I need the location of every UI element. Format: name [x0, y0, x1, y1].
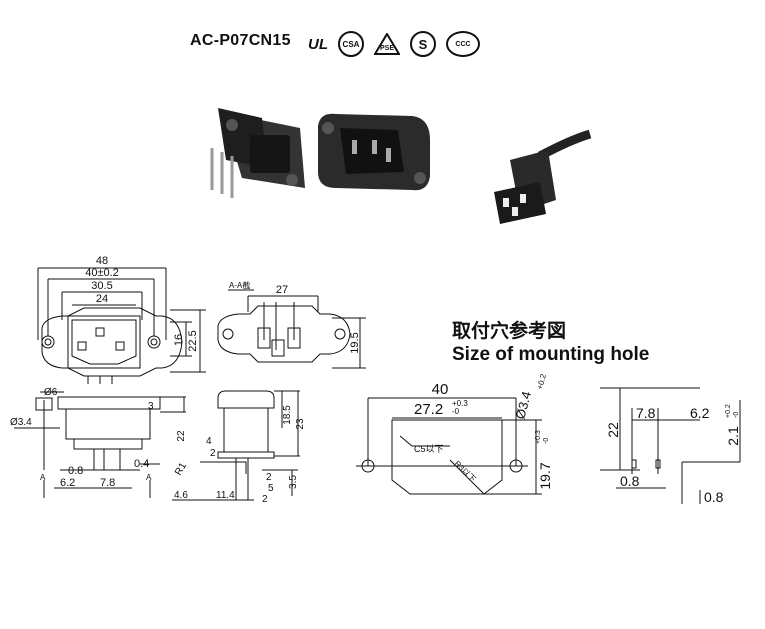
dim-24: 24: [96, 293, 108, 305]
dim-22-pin: 22: [605, 422, 621, 438]
ccc-cert-icon: CCC: [446, 31, 480, 57]
model-title: AC-P07CN15: [190, 32, 291, 49]
pse-cert-icon: PSE: [374, 33, 400, 55]
dim-19-7-tol-upper: +0.3: [535, 430, 542, 444]
dim-0-8-pin-b: 0.8: [704, 489, 724, 505]
dim-19-5: 19.5: [349, 332, 361, 353]
dim-23: 23: [295, 418, 306, 430]
side-view-drawing: [14, 391, 186, 498]
connector-photo: [494, 129, 592, 224]
csa-cert-icon: CSA: [338, 31, 364, 57]
inlet-rear-photo: [210, 108, 305, 198]
section-label: A-A截: [229, 280, 250, 290]
section-marker-a-left: A: [40, 473, 46, 482]
dim-4-6: 4.6: [174, 490, 188, 501]
radius-note: R3以下: [453, 459, 478, 484]
dim-5: 5: [268, 483, 274, 494]
dim-7-8-pin: 7.8: [636, 405, 656, 421]
inlet-front-photo: [318, 113, 430, 191]
heading-english: Size of mounting hole: [452, 344, 650, 365]
dim-11-4: 11.4: [216, 490, 235, 501]
pin-view-drawing: [600, 387, 741, 504]
dim-2-1-tol-lower: -0: [733, 412, 740, 418]
mount-hole-drawing: [356, 397, 542, 495]
dim-27-2: 27.2: [414, 401, 443, 418]
dim-3: 3: [148, 401, 154, 412]
dim-d3-4-tol: +0.2: [535, 372, 548, 390]
dim-27-2-tol-upper: +0.3: [452, 399, 468, 408]
dim-48: 48: [96, 255, 108, 267]
section-view-drawing: [217, 289, 366, 369]
dim-2-b: 2: [266, 472, 272, 483]
pse-cert-label: PSE: [380, 45, 394, 52]
dim-d3-4-mount: Ø3.4: [512, 390, 534, 421]
dim-4: 4: [206, 436, 212, 447]
dim-0-8-pin-a: 0.8: [620, 473, 640, 489]
front-view-drawing: [37, 267, 206, 384]
heading-chinese: 取付穴参考図: [452, 320, 567, 342]
dim-40-mount: 40: [432, 381, 449, 398]
dim-7-8: 7.8: [100, 477, 115, 489]
dim-2-a: 2: [210, 448, 216, 459]
dim-22-side: 22: [176, 430, 187, 442]
dim-d3-4: Ø3.4: [10, 417, 32, 428]
dim-2-1: 2.1: [725, 426, 741, 446]
dim-6-2: 6.2: [60, 477, 75, 489]
dim-30-5: 30.5: [91, 280, 112, 292]
dim-d6: Ø6: [44, 387, 58, 398]
ul-cert-icon: UL: [308, 35, 328, 53]
side-view2-drawing: [172, 390, 300, 501]
dim-0-8: 0.8: [68, 465, 83, 477]
cert-marks: UL CSA PSE S CCC: [308, 31, 480, 57]
dim-40: 40±0.2: [85, 267, 119, 279]
dim-2-1-tol-upper: +0.2: [725, 404, 732, 418]
dim-19-7: 19.7: [537, 462, 553, 489]
dim-6-2-pin: 6.2: [690, 405, 710, 421]
dim-16: 16: [173, 334, 185, 346]
chamfer-note: C5以下: [414, 444, 444, 454]
dim-22-5: 22.5: [187, 330, 199, 351]
dim-27: 27: [276, 284, 288, 296]
dim-2-c: 2: [262, 494, 268, 505]
dim-3-5: 3.5: [288, 475, 299, 489]
section-marker-a-right: A: [146, 473, 152, 482]
dim-18-5: 18.5: [282, 405, 293, 425]
dim-19-7-tol-lower: -0: [543, 438, 550, 444]
dim-r1: R1: [173, 461, 189, 478]
dim-27-2-tol-lower: -0: [452, 407, 460, 416]
s-cert-icon: S: [410, 31, 436, 57]
dim-0-4: 0.4: [134, 458, 149, 470]
